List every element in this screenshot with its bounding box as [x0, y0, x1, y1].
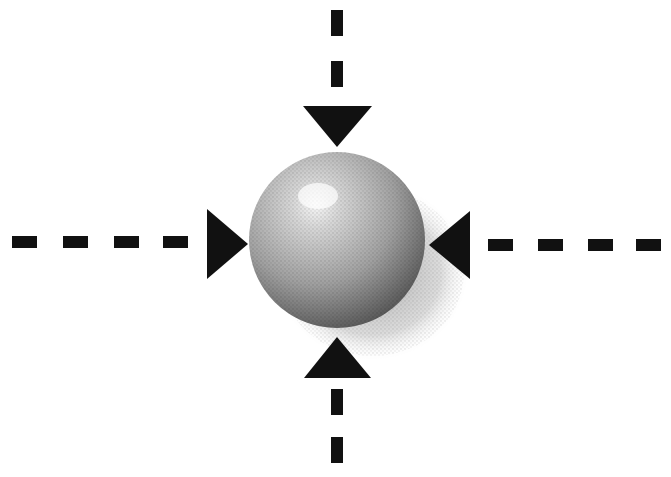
top-dash-1: [331, 10, 343, 36]
top-arrowhead: [303, 106, 372, 147]
left-arrowhead: [207, 209, 248, 279]
left-dash-1: [12, 236, 37, 248]
right-dash-4: [636, 239, 661, 251]
top-dash-2: [331, 61, 343, 87]
left-dash-3: [114, 236, 139, 248]
right-dash-2: [538, 239, 563, 251]
sphere-halftone: [249, 152, 425, 328]
sphere-highlight: [298, 183, 338, 209]
bottom-dash-2: [331, 437, 343, 463]
right-force-arrow: [429, 211, 661, 279]
top-force-arrow: [303, 10, 372, 147]
bottom-dash-1: [331, 389, 343, 415]
left-force-arrow: [12, 209, 248, 279]
right-dash-3: [588, 239, 613, 251]
right-dash-1: [488, 239, 513, 251]
left-dash-2: [63, 236, 88, 248]
left-dash-4: [163, 236, 188, 248]
